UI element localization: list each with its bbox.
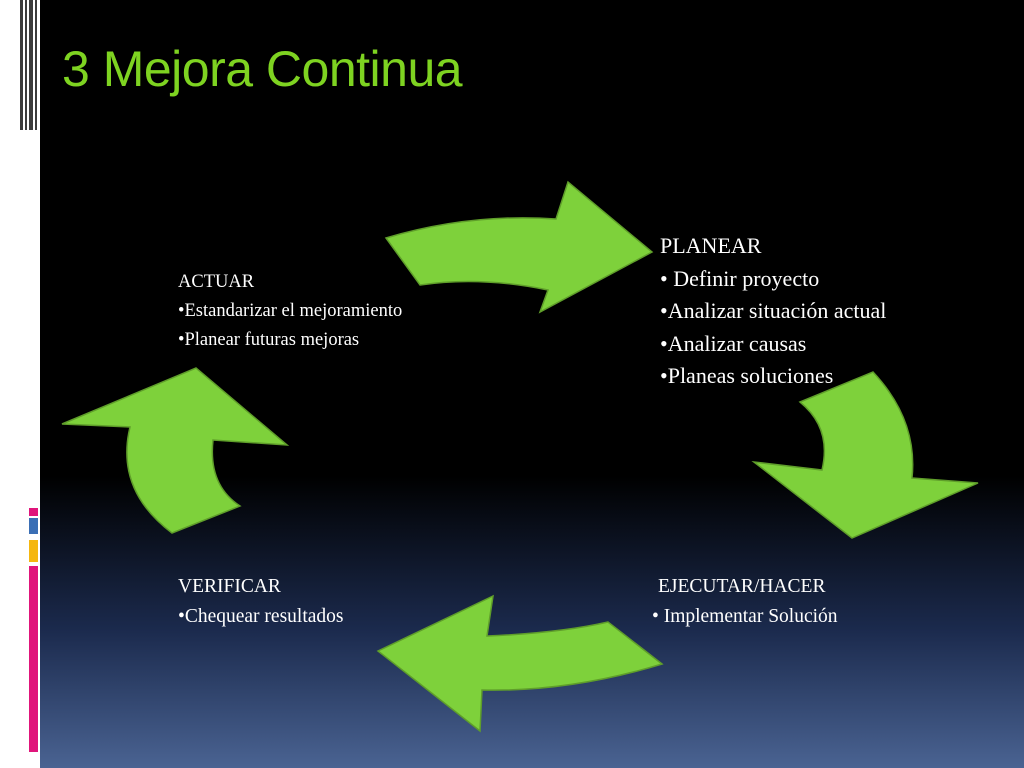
- stage-item: •Planear futuras mejoras: [178, 330, 360, 350]
- stage-item: •Analizar situación actual: [660, 298, 887, 323]
- stage-actuar: ACTUAR •Estandarizar el mejoramiento •Pl…: [178, 268, 402, 355]
- stage-item: •Chequear resultados: [178, 606, 344, 627]
- sidebar-stripes: [20, 0, 38, 130]
- stage-heading: VERIFICAR: [178, 576, 281, 597]
- arrow-actuar-to-planear: [384, 180, 654, 314]
- stage-heading: ACTUAR: [178, 272, 255, 292]
- stage-item: •Analizar causas: [660, 330, 807, 356]
- stage-planear: PLANEAR • Definir proyecto •Analizar sit…: [660, 230, 886, 393]
- arrow-planear-to-ejecutar: [751, 371, 979, 539]
- stage-verificar: VERIFICAR •Chequear resultados: [178, 572, 343, 632]
- sidebar-accent-blue: [29, 518, 38, 534]
- stage-heading: PLANEAR: [660, 233, 762, 258]
- slide-sidebar: [0, 0, 40, 768]
- arrow-verificar-to-actuar: [61, 367, 290, 534]
- stage-item: •Planeas soluciones: [660, 363, 834, 388]
- sidebar-accent-magenta: [29, 566, 38, 752]
- sidebar-accent-yellow: [29, 540, 38, 562]
- sidebar-accent-pink: [29, 508, 38, 516]
- slide-title: 3 Mejora Continua: [62, 41, 463, 97]
- stage-ejecutar: EJECUTAR/HACER • Implementar Solución: [652, 572, 838, 632]
- stage-heading: EJECUTAR/HACER: [658, 576, 826, 597]
- stage-item: • Definir proyecto: [660, 265, 820, 291]
- stage-item: •Estandarizar el mejoramiento: [178, 301, 403, 321]
- stage-item: • Implementar Solución: [652, 606, 838, 627]
- arrow-ejecutar-to-verificar: [376, 594, 664, 733]
